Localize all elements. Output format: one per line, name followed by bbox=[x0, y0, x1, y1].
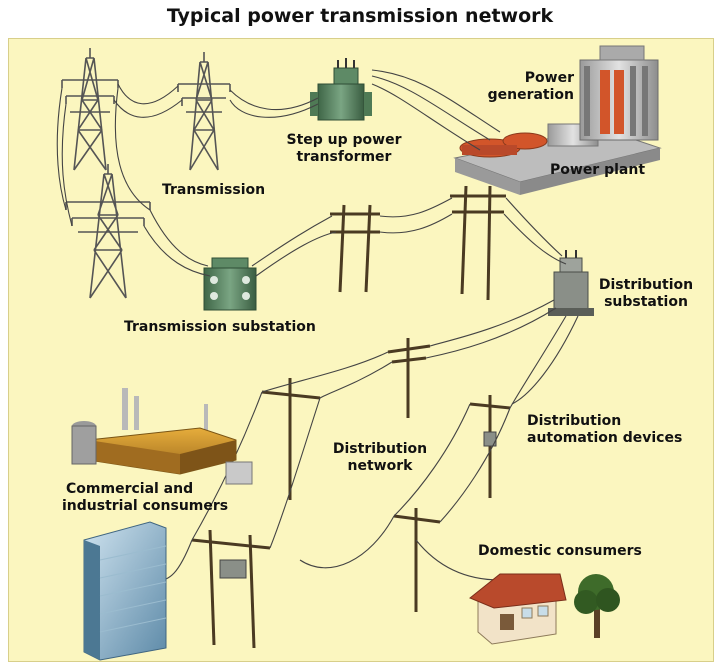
label-power-plant: Power plant bbox=[550, 162, 646, 178]
label-transmission-substation: Transmission substation bbox=[124, 319, 316, 335]
label-power-generation: Power generation bbox=[470, 70, 574, 104]
label-transmission: Transmission bbox=[162, 182, 266, 198]
label-step-up-line1: Step up power bbox=[286, 132, 402, 148]
label-distribution-substation-line2: substation bbox=[604, 294, 688, 310]
label-domestic-consumers: Domestic consumers bbox=[478, 543, 642, 559]
label-distribution-network: Distribution network bbox=[324, 441, 436, 475]
label-distribution-substation: Distribution substation bbox=[590, 277, 702, 311]
power-lines bbox=[56, 69, 579, 582]
label-distribution-automation-line1: Distribution bbox=[527, 413, 622, 429]
label-distribution-network-line2: network bbox=[347, 458, 413, 474]
office-building bbox=[83, 521, 167, 661]
step-up-transformer bbox=[310, 58, 372, 121]
label-distribution-substation-line1: Distribution bbox=[598, 277, 694, 293]
label-distribution-automation: Distribution automation devices bbox=[527, 413, 682, 447]
label-commercial-industrial: Commercial and industrial consumers bbox=[62, 481, 228, 515]
transmission-tower-3 bbox=[65, 164, 151, 299]
label-power-generation-line1: Power bbox=[524, 70, 574, 86]
subtransmission-pole-1 bbox=[330, 204, 380, 293]
label-distribution-automation-line2: automation devices bbox=[527, 430, 683, 446]
distribution-substation bbox=[548, 250, 594, 316]
power-plant bbox=[453, 45, 662, 195]
distribution-pole-2 bbox=[261, 378, 321, 500]
distribution-pole-3 bbox=[469, 395, 511, 498]
subtransmission-pole-2 bbox=[450, 185, 506, 301]
diagram-title: Typical power transmission network bbox=[166, 5, 554, 27]
label-step-up-transformer: Step up power transformer bbox=[276, 132, 412, 166]
label-commercial-line1: Commercial and bbox=[66, 481, 194, 497]
transmission-tower-1 bbox=[61, 48, 119, 171]
transmission-tower-2 bbox=[177, 52, 231, 171]
label-commercial-line2: industrial consumers bbox=[62, 498, 229, 514]
distribution-pole-1 bbox=[387, 338, 431, 418]
transmission-substation bbox=[203, 257, 257, 311]
distribution-pole-4 bbox=[393, 508, 441, 612]
factory-building bbox=[71, 388, 253, 485]
label-power-generation-line2: generation bbox=[487, 87, 574, 103]
transformer-pole-pair bbox=[191, 529, 271, 649]
label-distribution-network-line1: Distribution bbox=[332, 441, 428, 457]
tree bbox=[574, 574, 620, 638]
house bbox=[469, 573, 567, 645]
label-step-up-line2: transformer bbox=[296, 149, 392, 165]
